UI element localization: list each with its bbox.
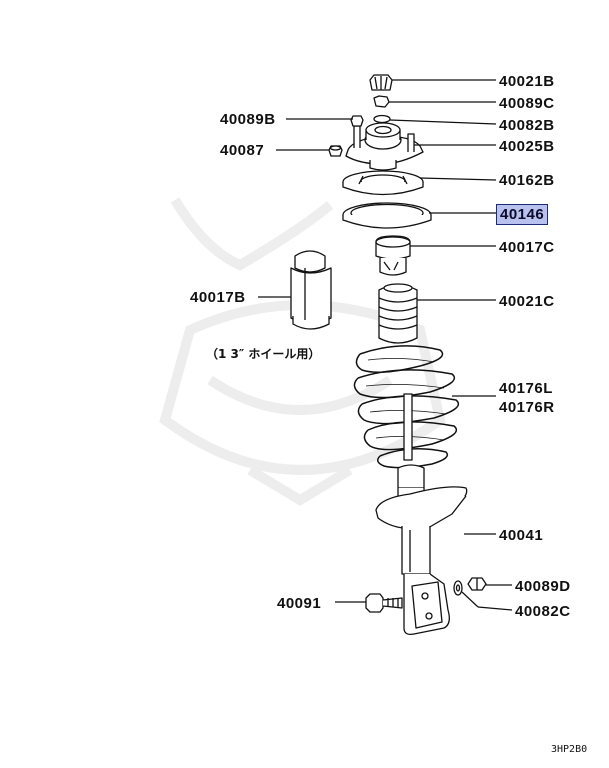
coil-spring-40176 bbox=[353, 345, 460, 469]
washer-40082B bbox=[373, 114, 391, 124]
dust-boot-40021C bbox=[378, 283, 418, 344]
label-40025B[interactable]: 40025B bbox=[499, 138, 555, 155]
label-40146-highlighted[interactable]: 40146 bbox=[496, 204, 549, 225]
label-40089B[interactable]: 40089B bbox=[220, 111, 276, 128]
bumper-40017C bbox=[375, 235, 411, 276]
figure-code: 3HP2B0 bbox=[551, 744, 588, 755]
strut-40041 bbox=[375, 393, 468, 636]
label-40089D[interactable]: 40089D bbox=[515, 578, 571, 595]
label-40162B[interactable]: 40162B bbox=[499, 172, 555, 189]
cap-40087 bbox=[328, 145, 343, 157]
label-40089C[interactable]: 40089C bbox=[499, 95, 555, 112]
nut-40089D bbox=[467, 577, 487, 591]
label-40087[interactable]: 40087 bbox=[220, 142, 265, 159]
label-40021B[interactable]: 40021B bbox=[499, 73, 555, 90]
bolt-40091 bbox=[365, 593, 403, 613]
support-mount-40025B bbox=[345, 115, 424, 171]
spring-seat-40162B bbox=[342, 170, 424, 196]
washer-40082C bbox=[453, 580, 463, 596]
wheel-note: （1 3″ ホイール用） bbox=[206, 347, 321, 361]
watermark-logo bbox=[159, 197, 446, 506]
boot-40017B bbox=[290, 250, 332, 330]
leader-lines bbox=[258, 79, 513, 611]
label-40021C[interactable]: 40021C bbox=[499, 293, 555, 310]
label-40091[interactable]: 40091 bbox=[277, 595, 322, 612]
insulator-40146 bbox=[342, 202, 432, 229]
label-40017B[interactable]: 40017B bbox=[190, 289, 246, 306]
label-40176L[interactable]: 40176L bbox=[499, 380, 553, 397]
nut-40021B bbox=[369, 74, 393, 91]
label-40041[interactable]: 40041 bbox=[499, 527, 544, 544]
label-40082B[interactable]: 40082B bbox=[499, 117, 555, 134]
label-40176R[interactable]: 40176R bbox=[499, 399, 555, 416]
label-40082C[interactable]: 40082C bbox=[515, 603, 571, 620]
nut-40089C bbox=[373, 95, 390, 108]
label-40017C[interactable]: 40017C bbox=[499, 239, 555, 256]
